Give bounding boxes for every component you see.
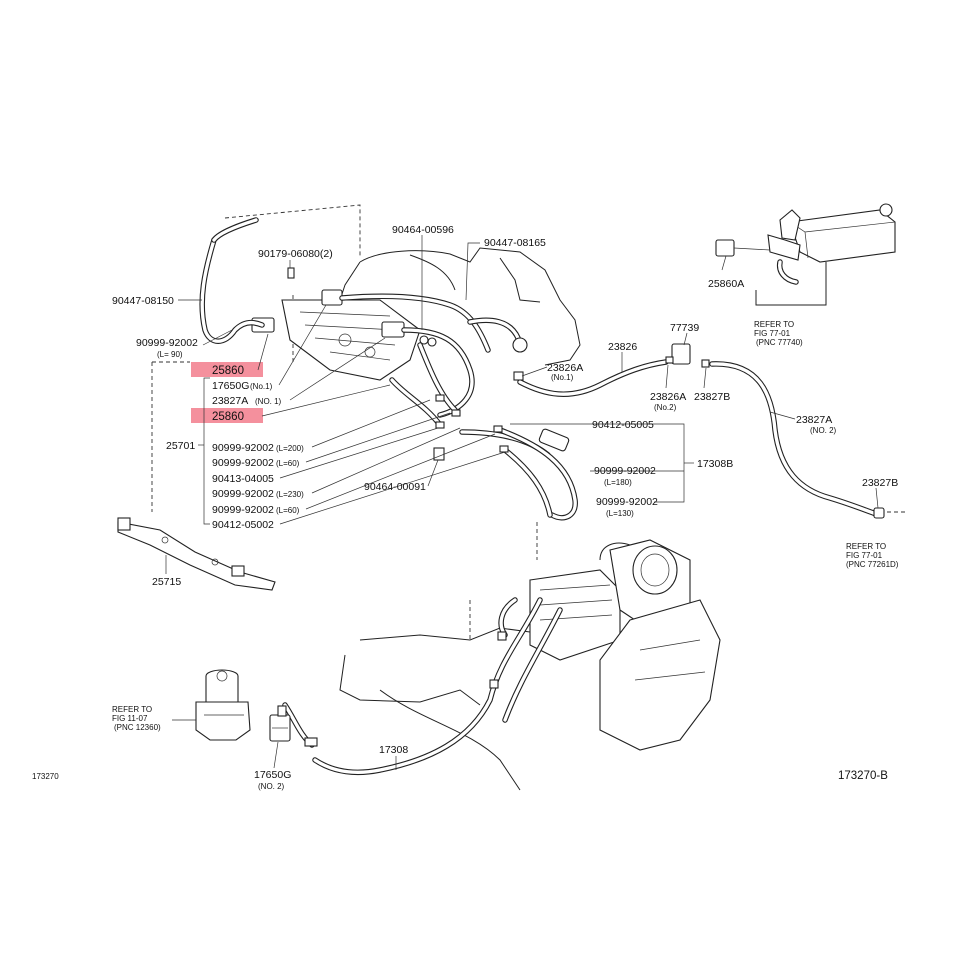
label-refer-77740-a: REFER TO: [754, 320, 794, 329]
label-90999-92002-l230-sub: (L=230): [276, 490, 304, 499]
label-23826a-no2: 23826A: [650, 391, 686, 403]
label-refer-77740-c: (PNC 77740): [756, 338, 803, 347]
highlight-25860-lower: [191, 408, 263, 423]
label-refer-77261d-b: FIG 77-01: [846, 551, 883, 560]
label-23827a-no2-sub: (NO. 2): [810, 426, 837, 435]
label-23827a-no1: 23827A: [212, 395, 248, 407]
figure-id-left: 173270: [32, 772, 59, 781]
center-hose-group: [459, 425, 578, 521]
label-90999-92002-l60b-sub: (L=60): [276, 506, 300, 515]
label-90179-06080: 90179-06080(2): [258, 248, 333, 260]
label-23826: 23826: [608, 341, 637, 353]
label-90413-04005: 90413-04005: [212, 473, 274, 485]
label-25860-lower: 25860: [212, 411, 244, 423]
label-23827b-upper: 23827B: [694, 391, 730, 403]
label-17650g-no1: 17650G: [212, 380, 249, 392]
label-90999-92002-l60-sub: (L=60): [276, 459, 300, 468]
label-90999-92002-l60b: 90999-92002: [212, 504, 274, 516]
label-refer-77261d-a: REFER TO: [846, 542, 886, 551]
part-labels: 90179-06080(2) 90464-00596 90447-08165 9…: [32, 224, 899, 791]
label-23826a-no1-sub: (No.1): [551, 373, 574, 382]
label-25715: 25715: [152, 576, 181, 588]
label-90999-92002-l200-sub: (L=200): [276, 444, 304, 453]
label-90999-92002-l200: 90999-92002: [212, 442, 274, 454]
label-90464-00091: 90464-00091: [364, 481, 426, 493]
label-77739: 77739: [670, 322, 699, 334]
label-90999-92002-l90-sub: (L= 90): [157, 350, 183, 359]
label-23827a-no2: 23827A: [796, 414, 832, 426]
engine-top-assembly: [199, 217, 581, 461]
dashed-reference-lines: [151, 204, 905, 640]
label-23826a-no2-sub: (No.2): [654, 403, 677, 412]
label-90999-92002-l90: 90999-92002: [136, 337, 198, 349]
label-90412-05002: 90412-05002: [212, 519, 274, 531]
label-90999-92002-l180: 90999-92002: [594, 465, 656, 477]
label-refer-12360-b: FIG 11-07: [112, 714, 148, 723]
leader-lines: [165, 235, 879, 770]
label-17650g-no1-sub: (No.1): [250, 382, 273, 391]
label-refer-77740-b: FIG 77-01: [754, 329, 791, 338]
figure-id-right: 173270-B: [838, 770, 888, 782]
label-23827b-lower: 23827B: [862, 477, 898, 489]
label-17650g-no2: 17650G: [254, 769, 291, 781]
label-90999-92002-l230: 90999-92002: [212, 488, 274, 500]
label-23826a-no1: 23826A: [547, 362, 583, 374]
label-90447-08165: 90447-08165: [484, 237, 546, 249]
lower-engine-bay: [195, 539, 721, 791]
label-90412-05005: 90412-05005: [592, 419, 654, 431]
label-17308: 17308: [379, 744, 408, 756]
label-refer-12360-a: REFER TO: [112, 705, 152, 714]
label-23827a-no1-sub: (NO. 1): [255, 397, 282, 406]
label-90464-00596: 90464-00596: [392, 224, 454, 236]
label-25701: 25701: [166, 440, 195, 452]
label-refer-77261d-c: (PNC 77261D): [846, 560, 899, 569]
highlight-25860-upper: [191, 362, 263, 377]
label-17308b: 17308B: [697, 458, 733, 470]
label-90999-92002-l130: 90999-92002: [596, 496, 658, 508]
upper-right-hoses: [513, 203, 896, 519]
label-25860-upper: 25860: [212, 365, 244, 377]
label-17650g-no2-sub: (NO. 2): [258, 782, 285, 791]
label-refer-12360-c: (PNC 12360): [114, 723, 161, 732]
label-90999-92002-l60: 90999-92002: [212, 457, 274, 469]
label-90999-92002-l130-sub: (L=130): [606, 509, 634, 518]
bracket-25715: [117, 517, 276, 591]
label-90447-08150: 90447-08150: [112, 295, 174, 307]
label-90999-92002-l180-sub: (L=180): [604, 478, 632, 487]
label-25860a: 25860A: [708, 278, 744, 290]
